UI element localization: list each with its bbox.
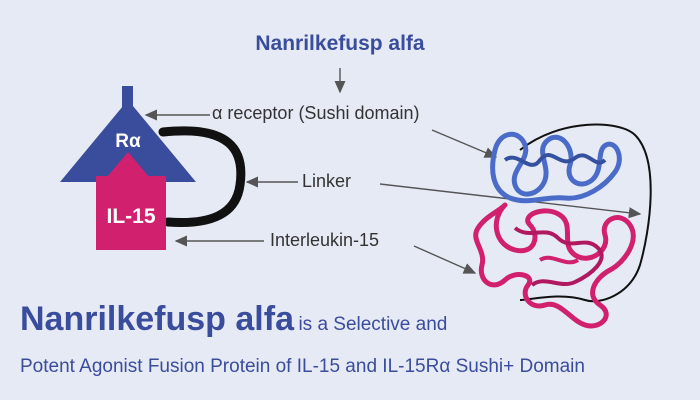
linker-loop: [158, 126, 246, 227]
receptor-inner-triangle: [106, 152, 150, 178]
headline-name: Nanrilkefusp alfa: [20, 300, 294, 338]
receptor-label: Rα: [115, 131, 141, 152]
il15-label: IL-15: [106, 205, 155, 228]
interleukin-arrow-right: [413, 245, 477, 274]
receptor-triangle: [60, 100, 196, 182]
linker-callout: Linker: [302, 171, 352, 191]
headline: Nanrilkefusp alfa is a Selective and: [20, 300, 447, 339]
interleukin-callout: Interleukin-15: [270, 230, 380, 250]
diagram-title: Nanrilkefusp alfa: [255, 32, 425, 55]
receptor-callout: α receptor (Sushi domain): [212, 103, 420, 123]
protein-structure: [473, 123, 652, 329]
subline: Potent Agonist Fusion Protein of IL-15 a…: [20, 356, 585, 377]
il15-box: [96, 176, 166, 250]
receptor-arrow-right: [431, 129, 498, 158]
headline-rest: is a Selective and: [298, 314, 448, 335]
